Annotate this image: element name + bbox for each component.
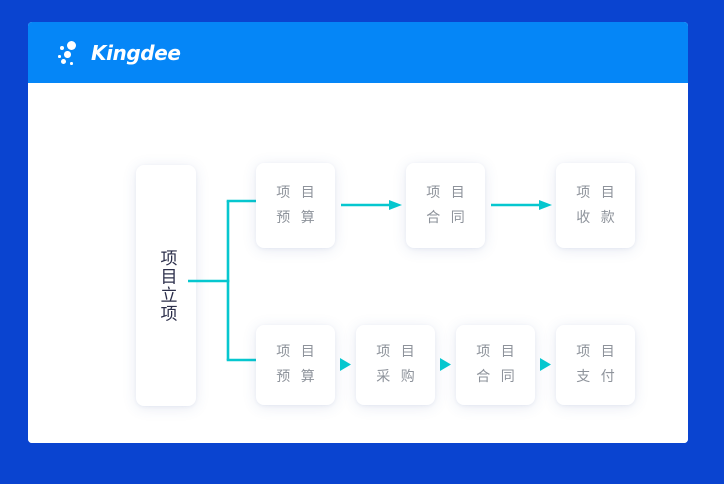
flow-node-top-2-line1: 项 目 [576,184,618,201]
flow-node-bottom-3-line1: 项 目 [576,344,618,360]
flow-node-bottom-1[interactable]: 项 目 采 购 [356,325,435,405]
flow-node-bottom-0-line1: 项 目 [276,344,318,360]
flow-node-bottom-1-line2: 采 购 [376,369,418,385]
arrow-right-icon-top-0 [341,200,402,210]
flow-node-root[interactable]: 项目立项 [136,165,196,406]
flow-node-bottom-3[interactable]: 项 目 支 付 [556,325,635,405]
triangle-arrow-right-icon-bottom-2 [540,358,551,371]
triangle-arrow-right-icon-bottom-1 [440,358,451,371]
flow-node-top-1-line2: 合 同 [426,209,468,226]
flow-node-bottom-1-line1: 项 目 [376,344,418,360]
brand-logo: Kingdee [56,38,181,68]
flow-node-top-2[interactable]: 项 目 收 款 [556,163,635,248]
triangle-arrow-right-icon-bottom-0 [340,358,351,371]
diagram-canvas: 项目立项 项 目 预 算 项 目 合 同 项 目 收 款 [28,83,688,443]
flow-node-bottom-3-line2: 支 付 [576,369,618,385]
flow-node-top-1-line1: 项 目 [426,184,468,201]
app-header: Kingdee [28,22,688,83]
flow-node-top-0[interactable]: 项 目 预 算 [256,163,335,248]
kingdee-dots-logo-icon [56,40,82,66]
flow-node-bottom-0-line2: 预 算 [276,369,318,385]
content-card: Kingdee 项目立项 项 目 预 算 项 目 合 同 [28,22,688,443]
flow-node-bottom-2-line1: 项 目 [476,344,518,360]
flow-node-top-0-line2: 预 算 [276,209,318,226]
flow-node-top-0-line1: 项 目 [276,184,318,201]
flow-node-root-label: 项目立项 [156,248,177,323]
flow-node-top-2-line2: 收 款 [576,209,618,226]
flow-node-bottom-2[interactable]: 项 目 合 同 [456,325,535,405]
arrow-right-icon-top-1 [491,200,552,210]
flow-node-top-1[interactable]: 项 目 合 同 [406,163,485,248]
flow-node-bottom-0[interactable]: 项 目 预 算 [256,325,335,405]
brand-name: Kingdee [91,41,181,65]
flow-node-bottom-2-line2: 合 同 [476,369,518,385]
